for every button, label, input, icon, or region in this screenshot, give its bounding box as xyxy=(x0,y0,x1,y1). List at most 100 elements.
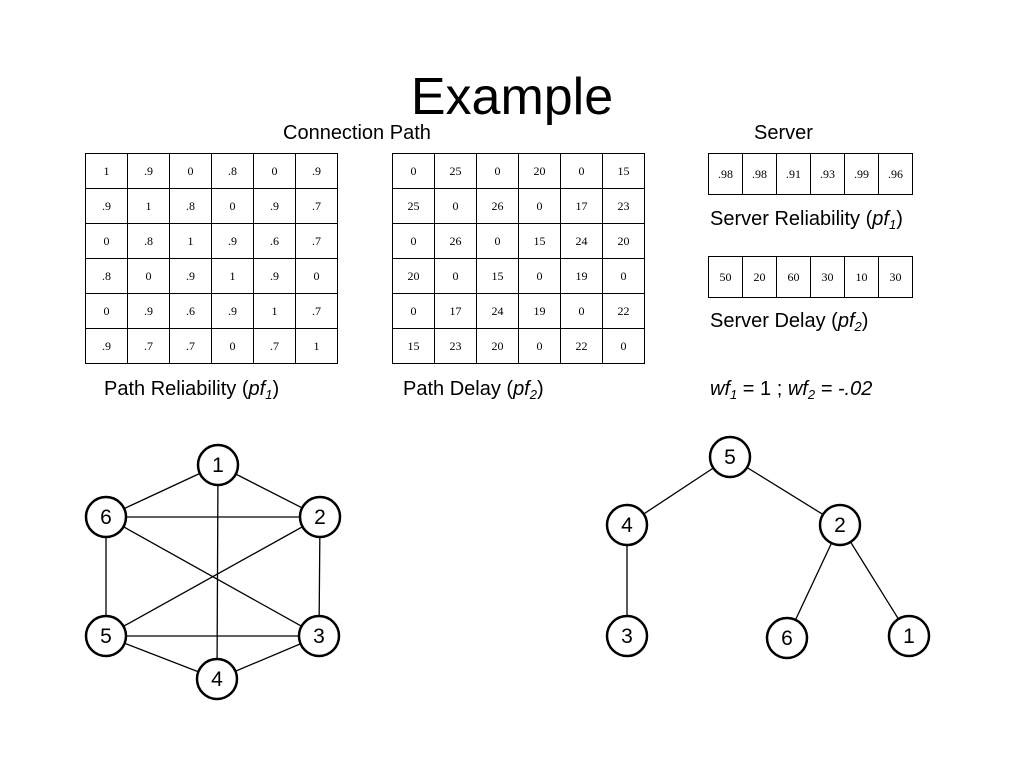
matrix-cell: .6 xyxy=(169,293,212,329)
path-delay-caption: Path Delay (pf2) xyxy=(403,378,544,402)
path-reliability-caption-text: Path Reliability xyxy=(104,378,237,400)
wf1-sub: 1 xyxy=(730,387,738,402)
tree-node-circle xyxy=(818,503,862,547)
wf2-sub: 2 xyxy=(807,387,816,402)
network-node: 5 xyxy=(84,614,128,658)
tree-node-label: 4 xyxy=(621,514,633,537)
tree-node: 2 xyxy=(818,503,862,547)
tree-node: 1 xyxy=(887,614,931,658)
server-delay-caption-text: Server Delay xyxy=(710,310,826,332)
matrix-cell: 15 xyxy=(602,153,645,189)
matrix-cell: 23 xyxy=(602,188,645,224)
tree-node-circle xyxy=(605,503,649,547)
matrix-cell: .8 xyxy=(127,223,170,259)
tree-node-circle xyxy=(887,614,931,658)
vector-cell: .99 xyxy=(844,153,879,195)
network-edges xyxy=(105,464,321,680)
matrix-cell: .7 xyxy=(169,328,212,364)
matrix-cell: .7 xyxy=(295,188,338,224)
matrix-cell: 0 xyxy=(253,153,296,189)
wf2-symbol: wf xyxy=(787,378,808,400)
matrix-cell: 22 xyxy=(602,293,645,329)
matrix-cell: 26 xyxy=(434,223,477,259)
tree-node: 5 xyxy=(708,435,752,479)
matrix-cell: .8 xyxy=(211,153,254,189)
wf1-symbol: wf xyxy=(710,378,730,400)
tree-edges xyxy=(626,456,910,639)
matrix-cell: 0 xyxy=(602,328,645,364)
network-node-circle xyxy=(84,495,128,539)
slide-title: Example xyxy=(410,68,614,126)
server-delay-symbol: pf xyxy=(837,310,855,332)
matrix-cell: 1 xyxy=(85,153,128,189)
vector-cell: 30 xyxy=(878,256,913,298)
matrix-cell: 20 xyxy=(476,328,519,364)
path-reliability-caption: Path Reliability (pf1) xyxy=(104,378,280,402)
matrix-cell: .7 xyxy=(253,328,296,364)
tree-node: 4 xyxy=(605,503,649,547)
wf2-value: = -.02 xyxy=(815,378,873,400)
vector-cell: .98 xyxy=(742,153,777,195)
vector-row: .98.98.91.93.99.96 xyxy=(708,153,913,195)
server-reliability-caption: Server Reliability (pf1) xyxy=(710,208,903,232)
network-node-circle xyxy=(298,495,342,539)
network-node: 6 xyxy=(84,495,128,539)
server-reliability-symbol: pf xyxy=(872,208,889,230)
tree-edge xyxy=(729,456,841,526)
matrix-cell: .8 xyxy=(169,188,212,224)
network-node: 1 xyxy=(196,443,240,487)
vector-cell: .96 xyxy=(878,153,913,195)
matrix-cell: 1 xyxy=(295,328,338,364)
server-delay-sub: 2 xyxy=(854,319,862,334)
tree-edge xyxy=(839,524,910,637)
server-heading: Server xyxy=(754,122,813,144)
matrix-cell: 1 xyxy=(211,258,254,294)
path-delay-caption-text: Path Delay xyxy=(403,378,501,400)
path-delay-symbol: pf xyxy=(513,378,530,400)
matrix-cell: .9 xyxy=(85,188,128,224)
network-node-circle xyxy=(196,443,240,487)
vector-cell: 50 xyxy=(708,256,743,298)
matrix-cell: 25 xyxy=(392,188,435,224)
network-node: 4 xyxy=(195,657,239,701)
tree-node-label: 6 xyxy=(781,627,793,650)
tree-node-label: 2 xyxy=(834,514,846,537)
matrix-cell: 23 xyxy=(434,328,477,364)
vector-cell: 30 xyxy=(810,256,845,298)
network-edge xyxy=(105,516,320,637)
server-reliability-sub: 1 xyxy=(888,217,897,232)
network-node: 3 xyxy=(297,614,341,658)
connection-path-heading: Connection Path xyxy=(283,122,431,144)
vector-cell: 20 xyxy=(742,256,777,298)
server-reliability-vector: .98.98.91.93.99.96 xyxy=(708,153,913,195)
network-node-circle xyxy=(84,614,128,658)
matrix-cell: .9 xyxy=(85,328,128,364)
tree-node-label: 3 xyxy=(621,625,633,648)
matrix-cell: 0 xyxy=(560,293,603,329)
path-delay-sub: 2 xyxy=(529,387,537,402)
tree-node-circle xyxy=(605,614,649,658)
tree-node-circle xyxy=(708,435,752,479)
matrix-cell: 1 xyxy=(127,188,170,224)
network-node-circle xyxy=(297,614,341,658)
path-reliability-sub: 1 xyxy=(265,387,273,402)
network-node-label: 6 xyxy=(100,506,112,529)
network-node-label: 2 xyxy=(314,506,326,529)
network-node-label: 1 xyxy=(212,454,224,477)
vector-cell: .98 xyxy=(708,153,743,195)
matrix-cell: .8 xyxy=(85,258,128,294)
matrix-cell: 0 xyxy=(295,258,338,294)
matrix-cell: 22 xyxy=(560,328,603,364)
tree-node-label: 1 xyxy=(903,625,915,648)
weights-formula: wf1 = 1 ; wf2 = -.02 xyxy=(710,376,872,402)
network-node: 2 xyxy=(298,495,342,539)
